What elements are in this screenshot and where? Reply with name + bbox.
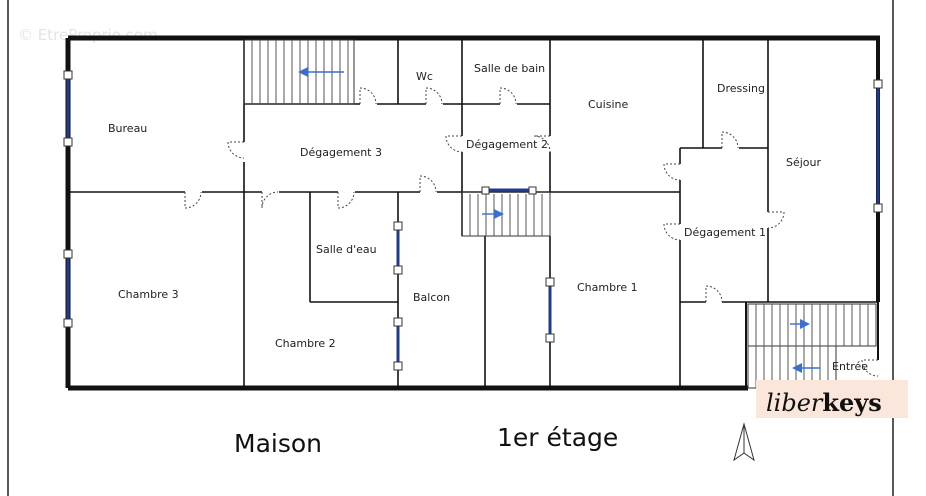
liberkeys-logo: liberkeys	[756, 380, 908, 418]
staircase-middle	[461, 186, 551, 237]
caption-maison: Maison	[234, 429, 322, 458]
stair-direction-arrow-icon	[298, 67, 308, 77]
room-label-wc: Wc	[416, 70, 433, 83]
stair-direction-arrow-icon	[800, 319, 810, 329]
caption-etage: 1er étage	[497, 423, 618, 452]
room-label-chambre-3: Chambre 3	[118, 288, 179, 301]
room-label-balcon: Balcon	[413, 291, 450, 304]
room-label-sejour: Séjour	[786, 156, 822, 169]
stair-direction-arrow-icon	[792, 363, 802, 373]
room-label-bureau: Bureau	[108, 122, 147, 135]
room-label-salle-d-eau: Salle d'eau	[316, 243, 377, 256]
watermark: © EtreProprio.com	[18, 26, 158, 44]
windows	[63, 70, 883, 371]
logo-text: liberkeys	[766, 388, 882, 417]
room-label-dressing: Dressing	[717, 82, 765, 95]
logo-script: liber	[766, 389, 824, 417]
room-label-degagement-2: Dégagement 2	[466, 138, 548, 151]
north-arrow-icon	[733, 422, 755, 462]
room-label-cuisine: Cuisine	[588, 98, 628, 111]
doors	[184, 87, 879, 377]
room-label-entree: Entrée	[832, 360, 868, 373]
staircase-top	[243, 39, 355, 105]
staircase-bottom	[747, 303, 877, 389]
room-label-degagement-3: Dégagement 3	[300, 146, 382, 159]
room-label-chambre-1: Chambre 1	[577, 281, 638, 294]
stair-direction-arrow-icon	[494, 209, 504, 219]
room-label-salle-de-bain: Salle de bain	[474, 62, 545, 75]
room-label-chambre-2: Chambre 2	[275, 337, 336, 350]
logo-bold: keys	[822, 388, 881, 417]
room-label-degagement-1: Dégagement 1	[684, 226, 766, 239]
